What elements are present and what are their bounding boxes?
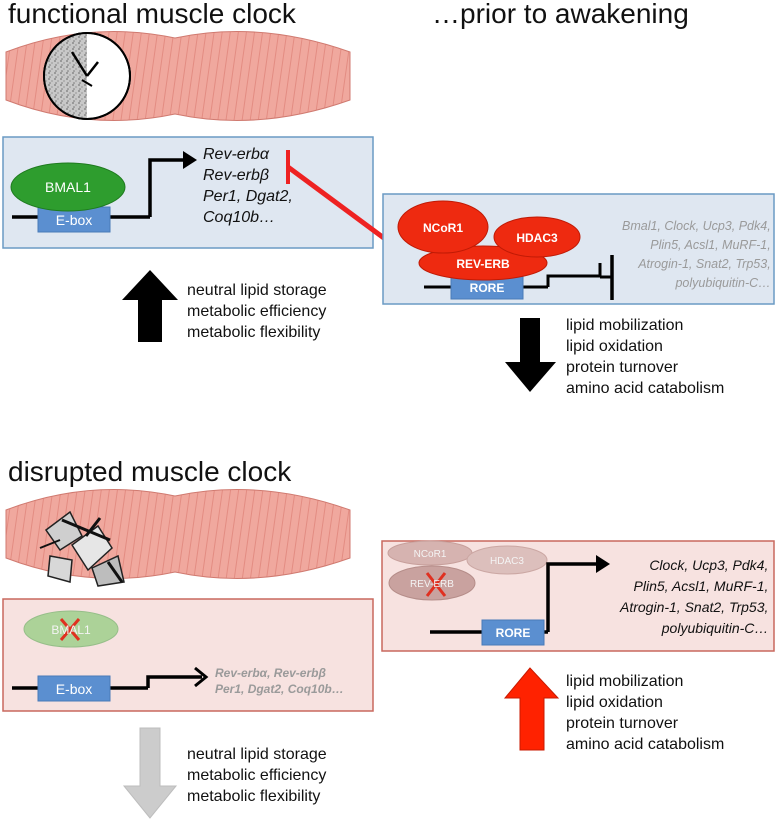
ncor1-label: NCoR1 [423, 221, 463, 235]
gene-line: Per1, Dgat2, Coq10b… [215, 682, 344, 696]
ncor1-ellipse [397, 200, 489, 254]
gene-line: Plin5, Acsl1, MuRF-1, [650, 238, 771, 252]
rev-erb-arrow [286, 164, 402, 253]
derepressed-rore-element [481, 619, 545, 646]
hdac3-label: HDAC3 [516, 231, 558, 245]
gene-line: Rev-erbα [203, 146, 270, 163]
x-mark-icon [425, 572, 447, 597]
effect-line: metabolic flexibility [187, 324, 321, 341]
gene-line: polyubiquitin-C… [661, 620, 769, 636]
rev-erb-label: REV-ERB [456, 257, 510, 271]
disrupted-target-genes: Rev-erbα, Rev-erbβ Per1, Dgat2, Coq10b… [215, 665, 344, 697]
bmal1-ellipse [10, 162, 126, 212]
effect-line: amino acid catabolism [566, 736, 725, 753]
bmal1-label: BMAL1 [45, 179, 91, 195]
faded-ncor1-label: NCoR1 [414, 549, 447, 560]
effect-line: metabolic flexibility [187, 788, 321, 805]
effect-line: lipid mobilization [566, 673, 684, 690]
effect-line: metabolic efficiency [187, 767, 327, 784]
functional-effects: neutral lipid storage metabolic efficien… [187, 280, 327, 343]
repressed-genes: Bmal1, Clock, Ucp3, Pdk4, Plin5, Acsl1, … [622, 217, 771, 293]
derepressed-effects: lipid mobilization lipid oxidation prote… [566, 671, 724, 755]
effect-line: metabolic efficiency [187, 303, 327, 320]
functional-title: functional muscle clock [8, 0, 296, 29]
gene-line: Plin5, Acsl1, MuRF-1, [633, 578, 769, 594]
disrupted-ebox-label: E-box [56, 681, 93, 697]
prior-awakening-title: …prior to awakening [432, 0, 689, 29]
functional-target-genes: Rev-erbα Rev-erbβ Per1, Dgat2, Coq10b… [203, 144, 293, 228]
disrupted-ebox [37, 675, 111, 702]
derepressed-genes: Clock, Ucp3, Pdk4, Plin5, Acsl1, MuRF-1,… [620, 555, 768, 639]
prior-effects: lipid mobilization lipid oxidation prote… [566, 315, 724, 399]
functional-transcription-arrow [148, 158, 188, 217]
ebox-label: E-box [56, 212, 93, 228]
effect-line: protein turnover [566, 359, 679, 376]
rore-label: RORE [470, 281, 505, 295]
disrupted-effects: neutral lipid storage metabolic efficien… [187, 744, 327, 807]
gene-line: Atrogin-1, Snat2, Trp53, [638, 257, 771, 271]
disrupted-title: disrupted muscle clock [8, 456, 292, 487]
gene-line: Coq10b… [203, 209, 276, 226]
faded-hdac3-label: HDAC3 [490, 556, 524, 567]
gene-line: polyubiquitin-C… [675, 276, 771, 290]
effect-line: neutral lipid storage [187, 282, 327, 299]
gene-line: Atrogin-1, Snat2, Trp53, [620, 599, 769, 615]
faded-bmal1-label: BMAL1 [51, 623, 91, 637]
effect-line: lipid oxidation [566, 338, 663, 355]
faded-rev-erb-ellipse [388, 565, 476, 601]
gene-line: Rev-erbα, Rev-erbβ [215, 666, 326, 680]
derepressed-transcription-arrow [546, 562, 600, 632]
x-mark-icon [59, 618, 81, 641]
effect-line: protein turnover [566, 715, 679, 732]
disrupted-down-arrow [122, 727, 178, 819]
effect-line: lipid oxidation [566, 694, 663, 711]
gene-line: Clock, Ucp3, Pdk4, [649, 557, 769, 573]
prior-down-arrow [505, 318, 556, 392]
effect-line: amino acid catabolism [566, 380, 725, 397]
effect-line: neutral lipid storage [187, 746, 327, 763]
functional-up-arrow [122, 270, 178, 342]
faded-rev-erb-label: REV-ERB [410, 579, 454, 590]
clock-icon [43, 32, 131, 120]
effect-line: lipid mobilization [566, 317, 684, 334]
broken-clock-icon [39, 510, 125, 587]
hdac3-ellipse [493, 216, 581, 258]
faded-hdac3-ellipse [466, 545, 548, 575]
gene-line: Rev-erbβ [203, 167, 270, 184]
derepressed-up-arrow [503, 667, 560, 751]
gene-line: Per1, Dgat2, [203, 188, 293, 205]
gene-line: Bmal1, Clock, Ucp3, Pdk4, [622, 219, 771, 233]
derepressed-rore-label: RORE [496, 626, 531, 640]
weak-transcription-arrow [146, 675, 183, 688]
